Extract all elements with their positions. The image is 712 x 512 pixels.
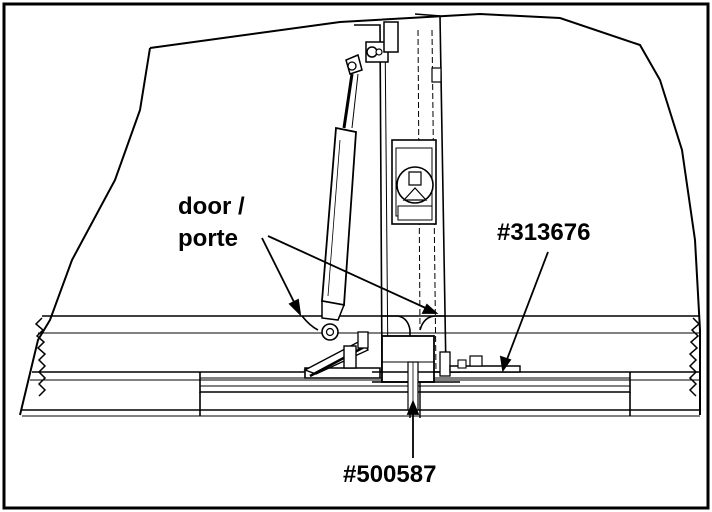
arrowhead-part-313676 <box>499 355 512 373</box>
arrowhead-part-500587 <box>406 399 420 415</box>
break-right <box>688 317 701 397</box>
label-part-500587: #500587 <box>343 461 436 488</box>
leader-lines <box>261 235 549 458</box>
break-left <box>34 317 47 397</box>
arrowhead-door-left <box>288 298 302 317</box>
upper-hinge <box>365 21 442 83</box>
gas-strut <box>321 53 363 341</box>
arrowhead-door-right <box>421 303 439 314</box>
body-outline-left <box>19 47 151 416</box>
label-door-line2: porte <box>178 225 238 252</box>
bottom-hinge-assembly <box>303 331 521 411</box>
door-lock <box>391 139 437 225</box>
label-part-313676: #313676 <box>497 219 590 246</box>
leader-door-left <box>261 237 298 309</box>
body-outline-right <box>149 12 701 415</box>
leader-part-313676 <box>505 251 549 363</box>
sill-lines <box>22 315 700 417</box>
label-door-line1: door / <box>178 193 245 220</box>
leader-door-right <box>267 235 431 311</box>
